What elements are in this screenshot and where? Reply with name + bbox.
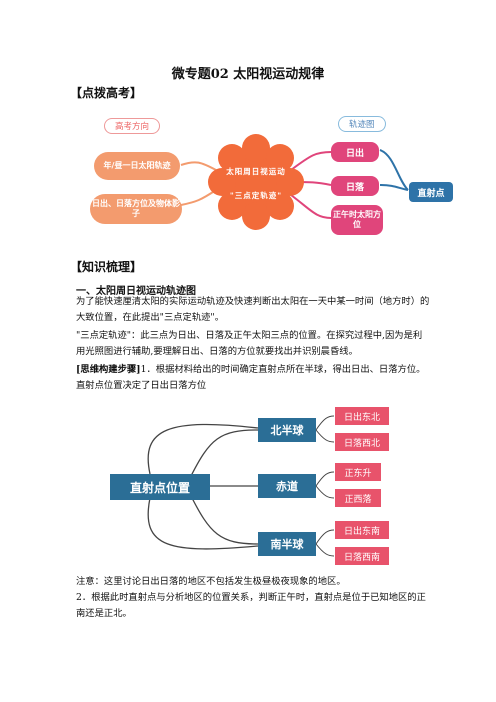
right-item-noon: 正午时太阳方位 [331,205,383,235]
leaf-south-sunrise: 日出东南 [334,520,390,540]
paragraph-intro: 为了能快速厘清太阳的实际运动轨迹及快速判断出太阳在一天中某一时间（地方时）的大致… [76,296,430,323]
steps-label: [思维构建步骤] [76,364,141,375]
mindmap2-connectors [147,415,335,557]
root-direct-point-position: 直射点位置 [110,474,210,500]
far-right-direct-point: 直射点 [409,182,453,202]
leaf-equator-rise: 正东升 [334,462,382,482]
branch-southern-hemisphere: 南半球 [258,532,316,556]
section-header-gaokao: 【点拨高考】 [70,86,143,100]
center-text-line2: "三点定轨迹" [229,191,283,200]
right-item-sunrise: 日出 [331,142,379,162]
steps-text: 1．根据材料给出的时间确定直射点所在半球，得出日出、日落方位。 [140,364,426,375]
tag-gaokao-direction: 高考方向 [104,118,161,134]
paragraph-direct-point: 直射点位置决定了日出日落方位 [76,380,207,391]
tag-trajectory-chart: 轨迹图 [338,116,386,132]
center-text-line1: 太阳周日视运动 [226,167,286,176]
left-item-direction: 日出、日落方位及物体影子 [90,194,182,224]
branch-equator: 赤道 [258,474,316,498]
page-title: 微专题02 太阳视运动规律 [171,67,325,82]
note-polar: 注意：这里讨论日出日落的地区不包括发生极昼极夜现象的地区。 [76,576,346,587]
section-header-knowledge: 【知识梳理】 [70,260,143,274]
paragraph-steps: [思维构建步骤]1．根据材料给出的时间确定直射点所在半球，得出日出、日落方位。 [76,362,431,378]
leaf-north-sunset: 日落西北 [334,432,390,452]
mindmap-gaokao: 高考方向 轨迹图 年/昼一日太阳轨迹 日出、日落方位及物体影子 太阳周日视运动 … [76,110,453,250]
paragraph-three-points: "三点定轨迹"：此三点为日出、日落及正午太阳三点的位置。在探究过程中,因为是利用… [76,330,423,357]
center-flower-shape [208,134,304,230]
paragraph-step2: 2．根据此时直射点与分析地区的位置关系，判断正午时，直射点是位于已知地区的正南还… [76,592,426,619]
leaf-equator-set: 正西落 [334,488,382,508]
leaf-north-sunrise: 日出东北 [334,406,390,426]
mindmap-direct-point: 直射点位置 北半球 赤道 南半球 日出东北 日落西北 正东升 正西落 日出东南 … [110,388,430,568]
leaf-south-sunset: 日落西南 [334,546,390,566]
right-item-sunset: 日落 [331,176,379,196]
branch-northern-hemisphere: 北半球 [258,418,316,442]
subsection-title: 一、太阳周日视运动轨迹图 [76,286,196,297]
left-item-trajectory: 年/昼一日太阳轨迹 [94,152,180,180]
